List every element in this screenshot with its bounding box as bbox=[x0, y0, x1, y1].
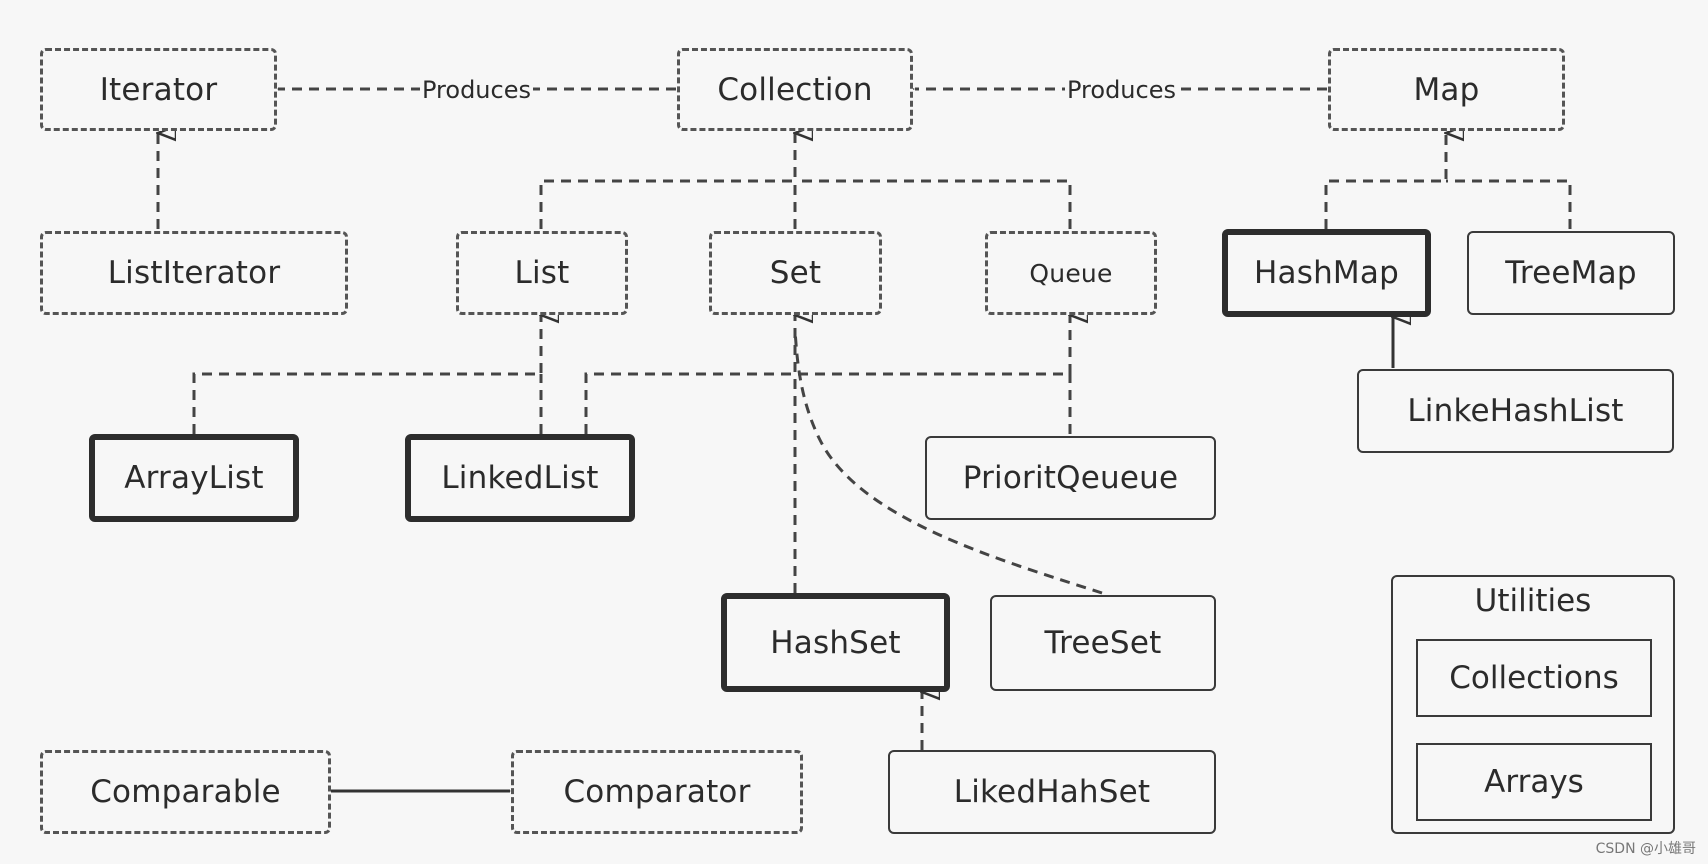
watermark: CSDN @小雄哥 bbox=[1595, 841, 1696, 857]
node-prioritqeueue: PrioritQeueue bbox=[925, 436, 1216, 520]
edge-treemap-to-map bbox=[1446, 179, 1572, 229]
node-linkedlist: LinkedList bbox=[405, 434, 635, 522]
utility-arrays: Arrays bbox=[1416, 743, 1652, 821]
node-comparator: Comparator bbox=[511, 750, 803, 834]
edge-arraylist-to-list bbox=[192, 315, 541, 434]
utilities-title: Utilities bbox=[1474, 583, 1592, 619]
utilities-panel: Utilities Collections Arrays bbox=[1391, 575, 1675, 834]
node-hashmap: HashMap bbox=[1222, 229, 1431, 317]
node-iterator: Iterator bbox=[40, 48, 277, 131]
edge-list-to-collection bbox=[539, 133, 795, 229]
node-listiterator: ListIterator bbox=[40, 231, 348, 315]
node-comparable: Comparable bbox=[40, 750, 331, 834]
edge-label-produces-collection: Produces bbox=[1065, 76, 1178, 104]
utility-collections: Collections bbox=[1416, 639, 1652, 717]
node-hashset: HashSet bbox=[721, 593, 950, 692]
node-arraylist: ArrayList bbox=[89, 434, 299, 522]
node-collection: Collection bbox=[677, 48, 913, 131]
edge-queue-to-collection bbox=[795, 179, 1072, 229]
node-linkehashlist: LinkeHashList bbox=[1357, 369, 1674, 453]
edge-label-produces-iterator: Produces bbox=[420, 76, 533, 104]
node-set: Set bbox=[709, 231, 882, 315]
node-map: Map bbox=[1328, 48, 1565, 131]
edge-hashmap-to-map bbox=[1324, 133, 1446, 229]
edge-treeset-to-set bbox=[793, 329, 1103, 595]
edge-linkedlist-to-queue bbox=[584, 315, 1070, 434]
node-likedhahset: LikedHahSet bbox=[888, 750, 1216, 834]
node-queue: Queue bbox=[985, 231, 1157, 315]
node-treeset: TreeSet bbox=[990, 595, 1216, 691]
node-treemap: TreeMap bbox=[1467, 231, 1675, 315]
node-list: List bbox=[456, 231, 628, 315]
